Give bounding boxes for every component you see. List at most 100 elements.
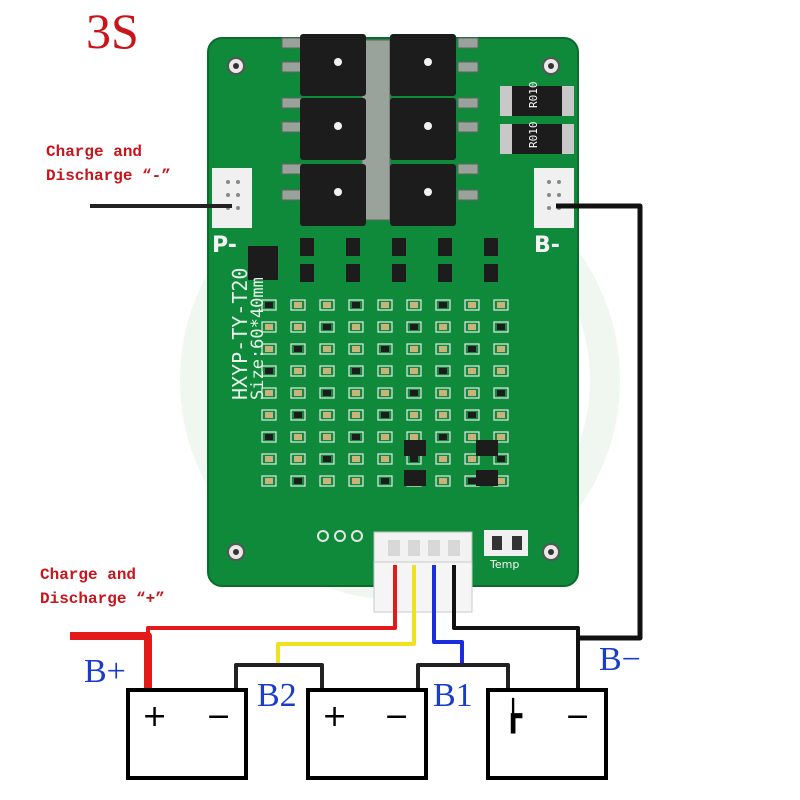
smd-footprint	[319, 387, 335, 399]
smd-component	[468, 390, 476, 396]
smd-footprint	[406, 343, 422, 355]
smd-transistor	[300, 238, 314, 256]
smd-component	[265, 302, 273, 308]
smd-component	[468, 346, 476, 352]
smd-footprint	[290, 431, 306, 443]
smd-footprint	[261, 321, 277, 333]
smd-footprint	[464, 365, 480, 377]
smd-footprint	[435, 475, 451, 487]
smd-component	[323, 478, 331, 484]
smd-footprint	[290, 475, 306, 487]
smd-footprint	[464, 343, 480, 355]
b1-label: B1	[433, 677, 473, 714]
battery-cell-2	[306, 688, 428, 780]
note-line: Charge and	[46, 143, 143, 161]
smd-component	[352, 302, 360, 308]
smd-footprint	[435, 365, 451, 377]
smd-component	[265, 390, 273, 396]
smd-component	[323, 346, 331, 352]
smd-footprint	[406, 387, 422, 399]
smd-component	[323, 390, 331, 396]
smd-transistor	[392, 238, 406, 256]
smd-component	[294, 324, 302, 330]
smd-footprint	[290, 343, 306, 355]
smd-footprint	[377, 321, 393, 333]
smd-footprint	[290, 409, 306, 421]
smd-component	[439, 302, 447, 308]
smd-component	[497, 302, 505, 308]
temp-pad-label: Temp	[490, 558, 520, 571]
smd-footprint	[261, 475, 277, 487]
smd-footprint	[319, 409, 335, 421]
smd-footprint	[377, 387, 393, 399]
smd-component	[410, 456, 418, 462]
smd-component	[352, 324, 360, 330]
smd-footprint	[406, 299, 422, 311]
smd-footprint	[261, 453, 277, 465]
smd-footprint	[348, 431, 364, 443]
smd-component	[468, 324, 476, 330]
smd-component	[439, 412, 447, 418]
note-line: Discharge “-”	[46, 167, 171, 185]
smd-component	[352, 346, 360, 352]
smd-component	[468, 368, 476, 374]
smd-component	[468, 412, 476, 418]
smd-component	[410, 434, 418, 440]
resistor-marking: R010	[527, 121, 540, 149]
smd-footprint	[464, 431, 480, 443]
smd-component	[497, 346, 505, 352]
smd-component	[468, 434, 476, 440]
smd-footprint	[319, 475, 335, 487]
smd-component	[294, 412, 302, 418]
smd-component	[352, 456, 360, 462]
protection-ic	[404, 440, 426, 456]
smd-component	[294, 478, 302, 484]
cell-2-negative-terminal: −	[384, 699, 410, 734]
smd-footprint	[464, 321, 480, 333]
smd-footprint	[261, 387, 277, 399]
smd-component	[410, 346, 418, 352]
smd-transistor	[346, 264, 360, 282]
smd-component	[439, 478, 447, 484]
smd-footprint	[493, 343, 509, 355]
smd-footprint	[319, 365, 335, 377]
smd-component	[265, 478, 273, 484]
smd-component	[381, 478, 389, 484]
smd-component	[381, 390, 389, 396]
smd-footprint	[493, 453, 509, 465]
smd-component	[381, 346, 389, 352]
b2-label: B2	[257, 677, 297, 714]
smd-footprint	[261, 431, 277, 443]
smd-footprint	[348, 343, 364, 355]
smd-footprint	[319, 453, 335, 465]
control-transistor	[248, 246, 278, 280]
smd-transistor	[438, 264, 452, 282]
smd-component	[294, 302, 302, 308]
smd-component	[381, 302, 389, 308]
smd-component	[294, 390, 302, 396]
page-title: 3S	[86, 3, 139, 59]
smd-footprint	[348, 453, 364, 465]
smd-footprint	[464, 453, 480, 465]
smd-component	[294, 456, 302, 462]
smd-footprint	[435, 343, 451, 355]
smd-footprint	[377, 431, 393, 443]
smd-component	[468, 456, 476, 462]
smd-component	[352, 478, 360, 484]
smd-footprint	[435, 431, 451, 443]
smd-component	[381, 434, 389, 440]
smd-footprint	[290, 387, 306, 399]
smd-footprint	[435, 453, 451, 465]
smd-footprint	[348, 299, 364, 311]
smd-component	[381, 456, 389, 462]
smd-component	[497, 478, 505, 484]
smd-transistor	[484, 238, 498, 256]
wire-black	[452, 565, 580, 690]
smd-footprint	[435, 299, 451, 311]
smd-footprint	[290, 299, 306, 311]
note-line: Discharge “+”	[40, 590, 165, 608]
resistor-marking: R010	[527, 81, 540, 109]
smd-footprint	[319, 343, 335, 355]
smd-footprint	[348, 387, 364, 399]
